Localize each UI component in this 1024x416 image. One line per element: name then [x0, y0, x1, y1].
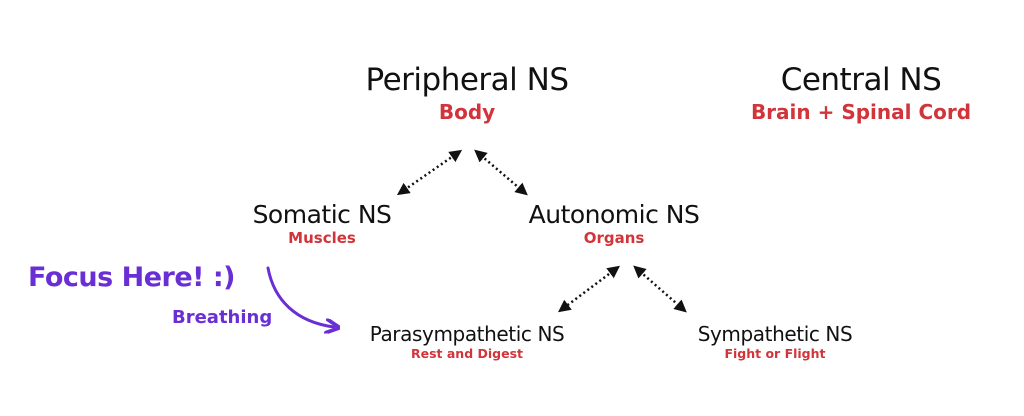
- node-parasympathetic: Parasympathetic NS Rest and Digest: [337, 322, 597, 361]
- node-subtitle: Organs: [583, 229, 645, 247]
- node-title: Peripheral NS: [365, 62, 570, 98]
- focus-annotation: Focus Here! :): [28, 262, 235, 293]
- node-subtitle: Body: [438, 100, 496, 124]
- node-title: Sympathetic NS: [697, 322, 853, 346]
- arrow-peripheral-somatic: [396, 149, 463, 196]
- node-subtitle: Brain + Spinal Cord: [750, 100, 972, 124]
- node-subtitle: Fight or Flight: [724, 346, 826, 361]
- node-subtitle: Rest and Digest: [410, 346, 523, 361]
- node-autonomic: Autonomic NS Organs: [494, 200, 734, 247]
- node-sympathetic: Sympathetic NS Fight or Flight: [670, 322, 880, 361]
- curved-arrow-icon: [266, 266, 334, 327]
- node-title: Somatic NS: [252, 200, 392, 229]
- node-central: Central NS Brain + Spinal Cord: [706, 62, 1016, 124]
- node-subtitle: Muscles: [288, 229, 356, 247]
- node-title: Central NS: [780, 62, 942, 98]
- breathing-annotation: Breathing: [172, 307, 273, 328]
- arrow-autonomic-sympathetic: [633, 265, 687, 313]
- node-title: Parasympathetic NS: [369, 322, 565, 346]
- arrow-peripheral-autonomic: [474, 149, 528, 196]
- arrow-autonomic-parasympathetic: [558, 265, 620, 313]
- node-title: Autonomic NS: [528, 200, 700, 229]
- node-peripheral: Peripheral NS Body: [317, 62, 617, 124]
- node-somatic: Somatic NS Muscles: [222, 200, 422, 247]
